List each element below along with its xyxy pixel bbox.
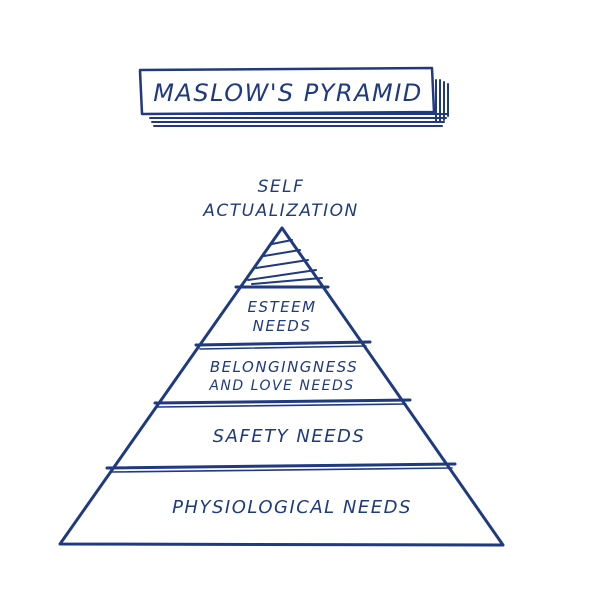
apex-label-line1: SELF xyxy=(258,177,305,197)
pyramid-outline xyxy=(58,226,505,547)
pyramid: ESTEEM NEEDS BELONGINGNESS AND LOVE NEED… xyxy=(58,226,505,547)
tier-physiological-label: PHYSIOLOGICAL NEEDS xyxy=(172,497,412,518)
tier-safety-label: SAFETY NEEDS xyxy=(213,426,366,447)
apex-label: SELF ACTUALIZATION xyxy=(202,177,358,221)
tier-esteem-line1: ESTEEM xyxy=(247,298,316,316)
tier-divider-2b xyxy=(199,345,367,350)
tier-belonging: BELONGINGNESS AND LOVE NEEDS xyxy=(208,358,358,394)
tier-dividers xyxy=(105,285,457,473)
apex-label-line2: ACTUALIZATION xyxy=(202,201,358,221)
tier-physiological: PHYSIOLOGICAL NEEDS xyxy=(172,497,412,518)
tier-divider-3 xyxy=(153,398,412,405)
tier-esteem: ESTEEM NEEDS xyxy=(247,298,316,335)
title-banner: MASLOW'S PYRAMID xyxy=(138,66,449,127)
apex-hatching xyxy=(247,239,323,285)
tier-divider-4b xyxy=(109,467,453,473)
tier-esteem-line2: NEEDS xyxy=(253,317,312,335)
tier-divider-2 xyxy=(194,340,372,347)
tier-belonging-line1: BELONGINGNESS xyxy=(210,358,358,376)
page-title: MASLOW'S PYRAMID xyxy=(153,79,423,107)
title-banner-frame xyxy=(138,66,436,116)
tier-belonging-line2: AND LOVE NEEDS xyxy=(208,378,354,394)
tier-divider-4 xyxy=(105,462,457,470)
tier-divider-3b xyxy=(157,403,407,408)
tier-safety: SAFETY NEEDS xyxy=(213,426,366,447)
